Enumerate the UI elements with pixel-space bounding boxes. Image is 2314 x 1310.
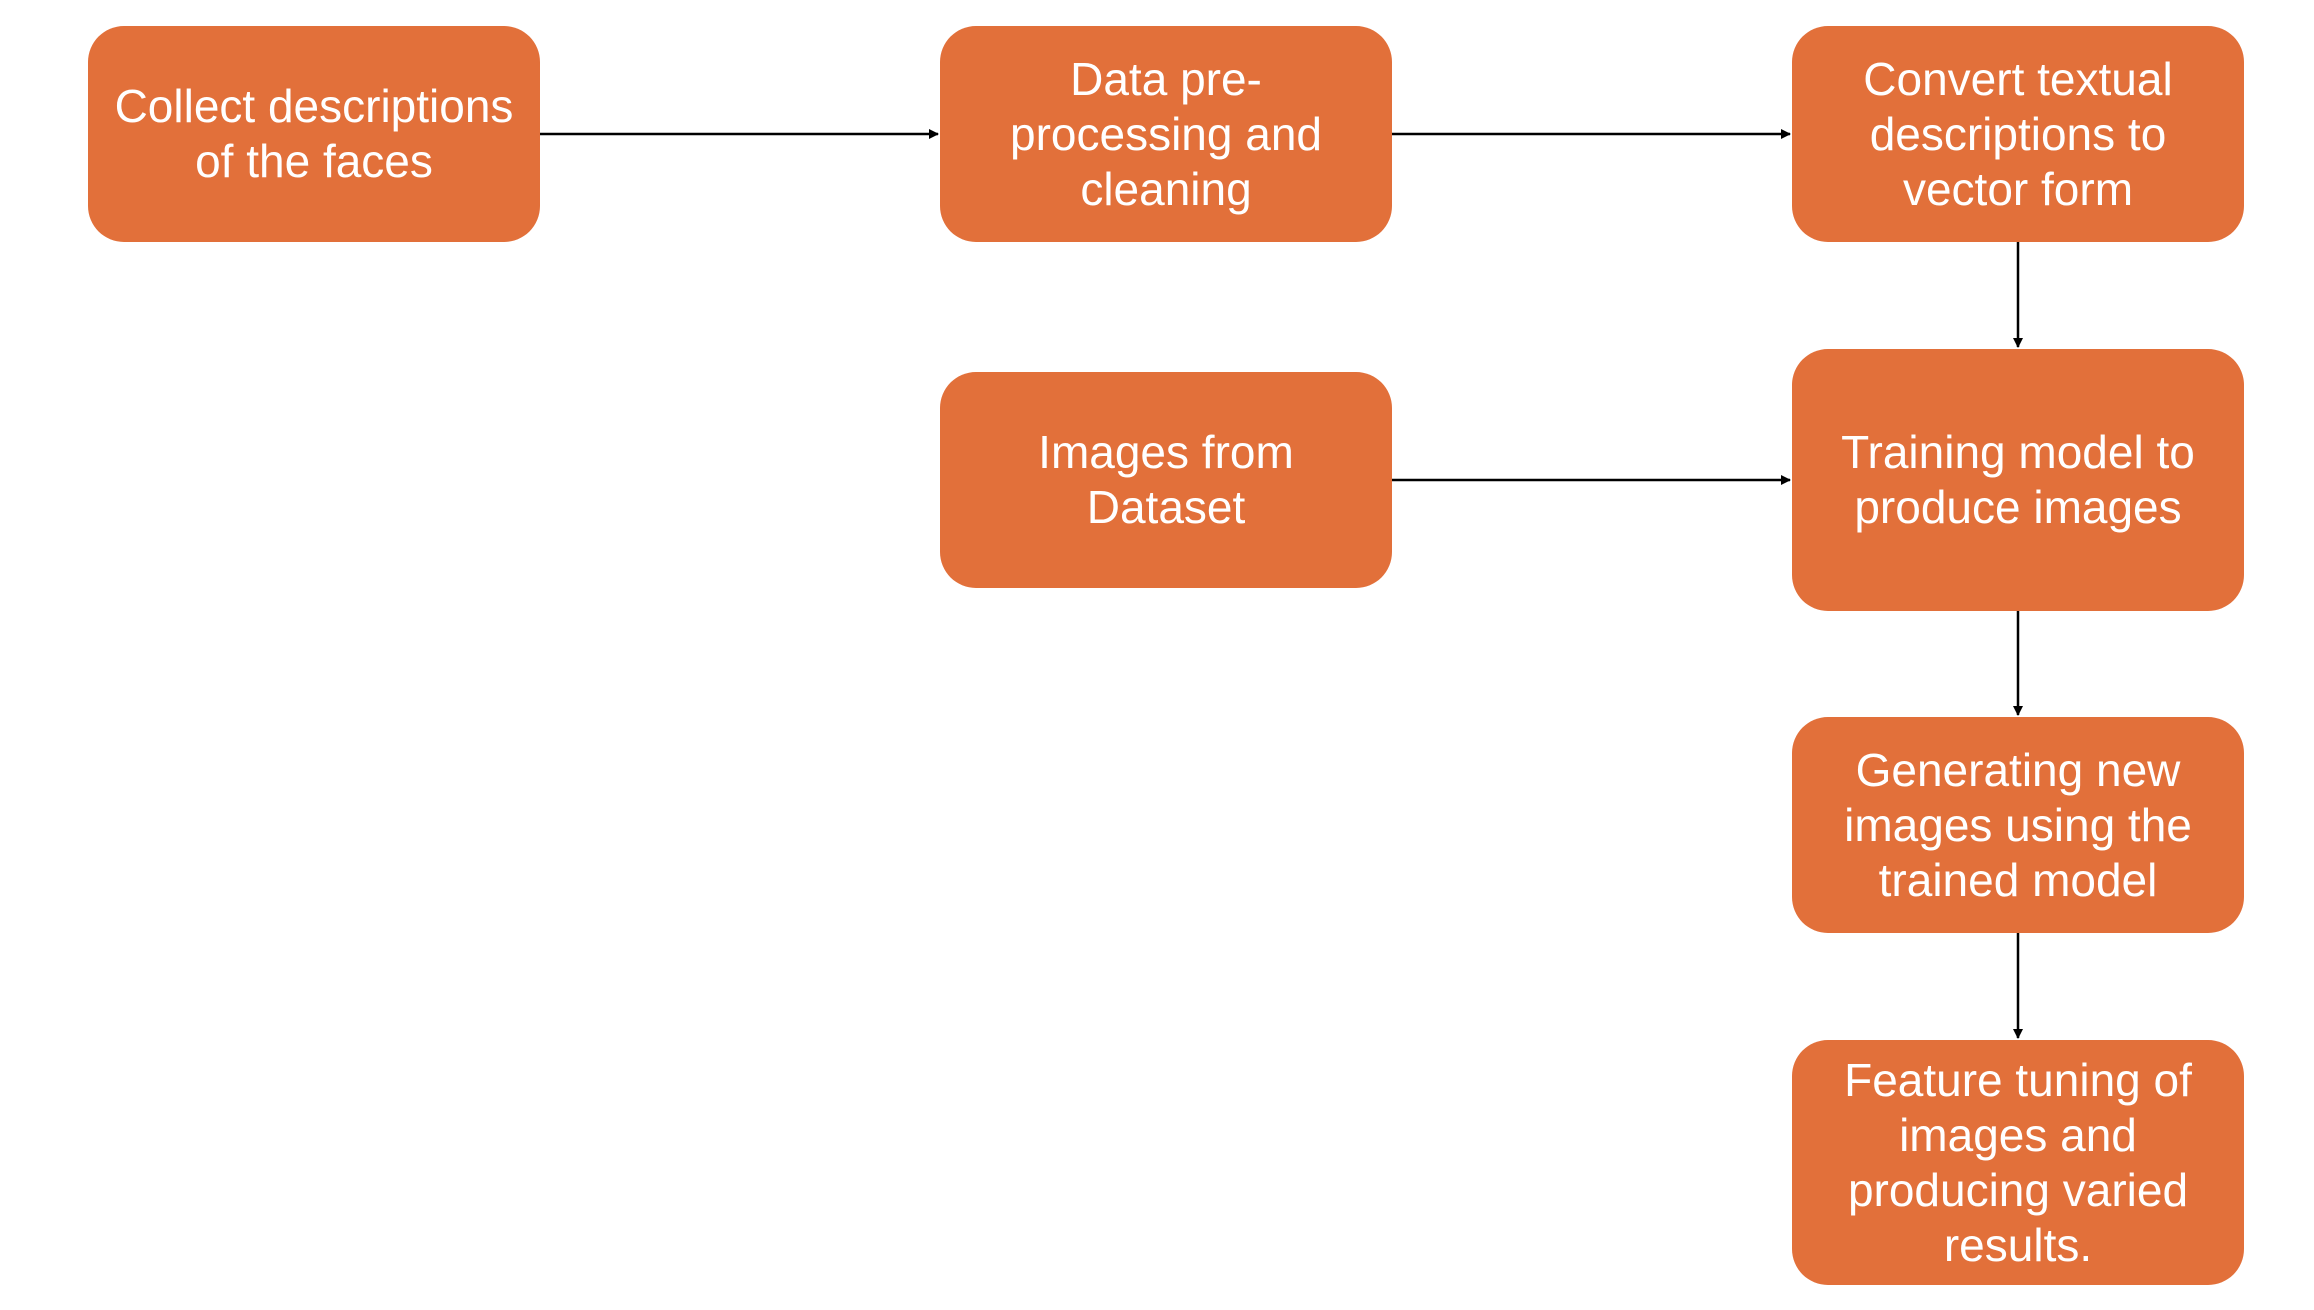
node-images-label: Images from Dataset — [1038, 426, 1294, 533]
node-tune-label: Feature tuning of images and producing v… — [1844, 1053, 2192, 1271]
node-data-preprocessing: Data pre-processing and cleaning — [940, 26, 1392, 242]
node-preprocess-label: Data pre-processing and cleaning — [1010, 52, 1322, 215]
node-train-label: Training model to produce images — [1841, 426, 2195, 533]
node-generate-label: Generating new images using the trained … — [1844, 743, 2192, 906]
node-feature-tuning: Feature tuning of images and producing v… — [1792, 1040, 2244, 1285]
node-convert-to-vector: Convert textual descriptions to vector f… — [1792, 26, 2244, 242]
node-images-from-dataset: Images from Dataset — [940, 372, 1392, 588]
node-collect-descriptions: Collect descriptions of the faces — [88, 26, 540, 242]
node-collect-label: Collect descriptions of the faces — [114, 80, 514, 187]
node-convert-label: Convert textual descriptions to vector f… — [1863, 52, 2173, 215]
node-training-model: Training model to produce images — [1792, 349, 2244, 611]
node-generating-images: Generating new images using the trained … — [1792, 717, 2244, 933]
